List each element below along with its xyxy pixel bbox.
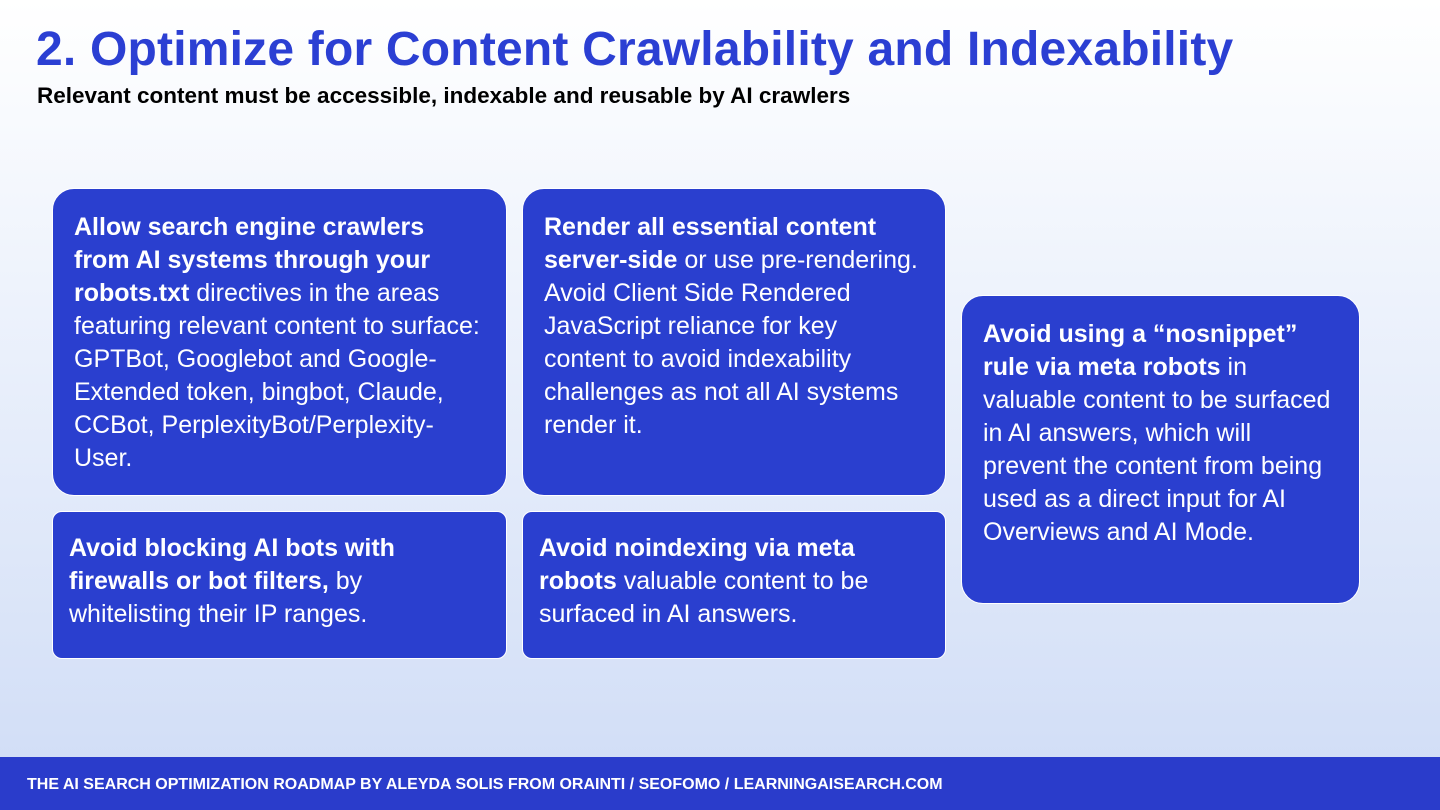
- page-title: 2. Optimize for Content Crawlability and…: [36, 23, 1234, 76]
- card-text: in valuable content to be surfaced in AI…: [983, 353, 1331, 546]
- card-bold-text: Render all essential content server-side: [544, 213, 877, 274]
- page-subtitle: Relevant content must be accessible, ind…: [37, 83, 851, 108]
- card-noindex: Avoid noindexing via meta robots valuabl…: [522, 511, 946, 659]
- card-bold-text: Avoid blocking AI bots with firewalls or…: [69, 534, 395, 595]
- card-server-side-rendering: Render all essential content server-side…: [522, 188, 946, 496]
- card-text: by whitelisting their IP ranges.: [69, 567, 368, 628]
- card-text: valuable content to be surfaced in AI an…: [539, 567, 869, 628]
- card-allow-crawlers: Allow search engine crawlers from AI sys…: [52, 188, 507, 496]
- card-bold-text: Avoid noindexing via meta robots: [539, 534, 855, 595]
- card-nosnippet: Avoid using a “nosnippet” rule via meta …: [961, 295, 1360, 604]
- footer-credit: THE AI SEARCH OPTIMIZATION ROADMAP BY AL…: [0, 757, 1440, 810]
- card-bold-text: Allow search engine crawlers from AI sys…: [74, 213, 431, 307]
- card-bold-text: Avoid using a “nosnippet” rule via meta …: [983, 320, 1298, 381]
- card-firewalls: Avoid blocking AI bots with firewalls or…: [52, 511, 507, 659]
- card-text: or use pre-rendering. Avoid Client Side …: [544, 246, 918, 439]
- card-text: directives in the areas featuring releva…: [74, 279, 480, 472]
